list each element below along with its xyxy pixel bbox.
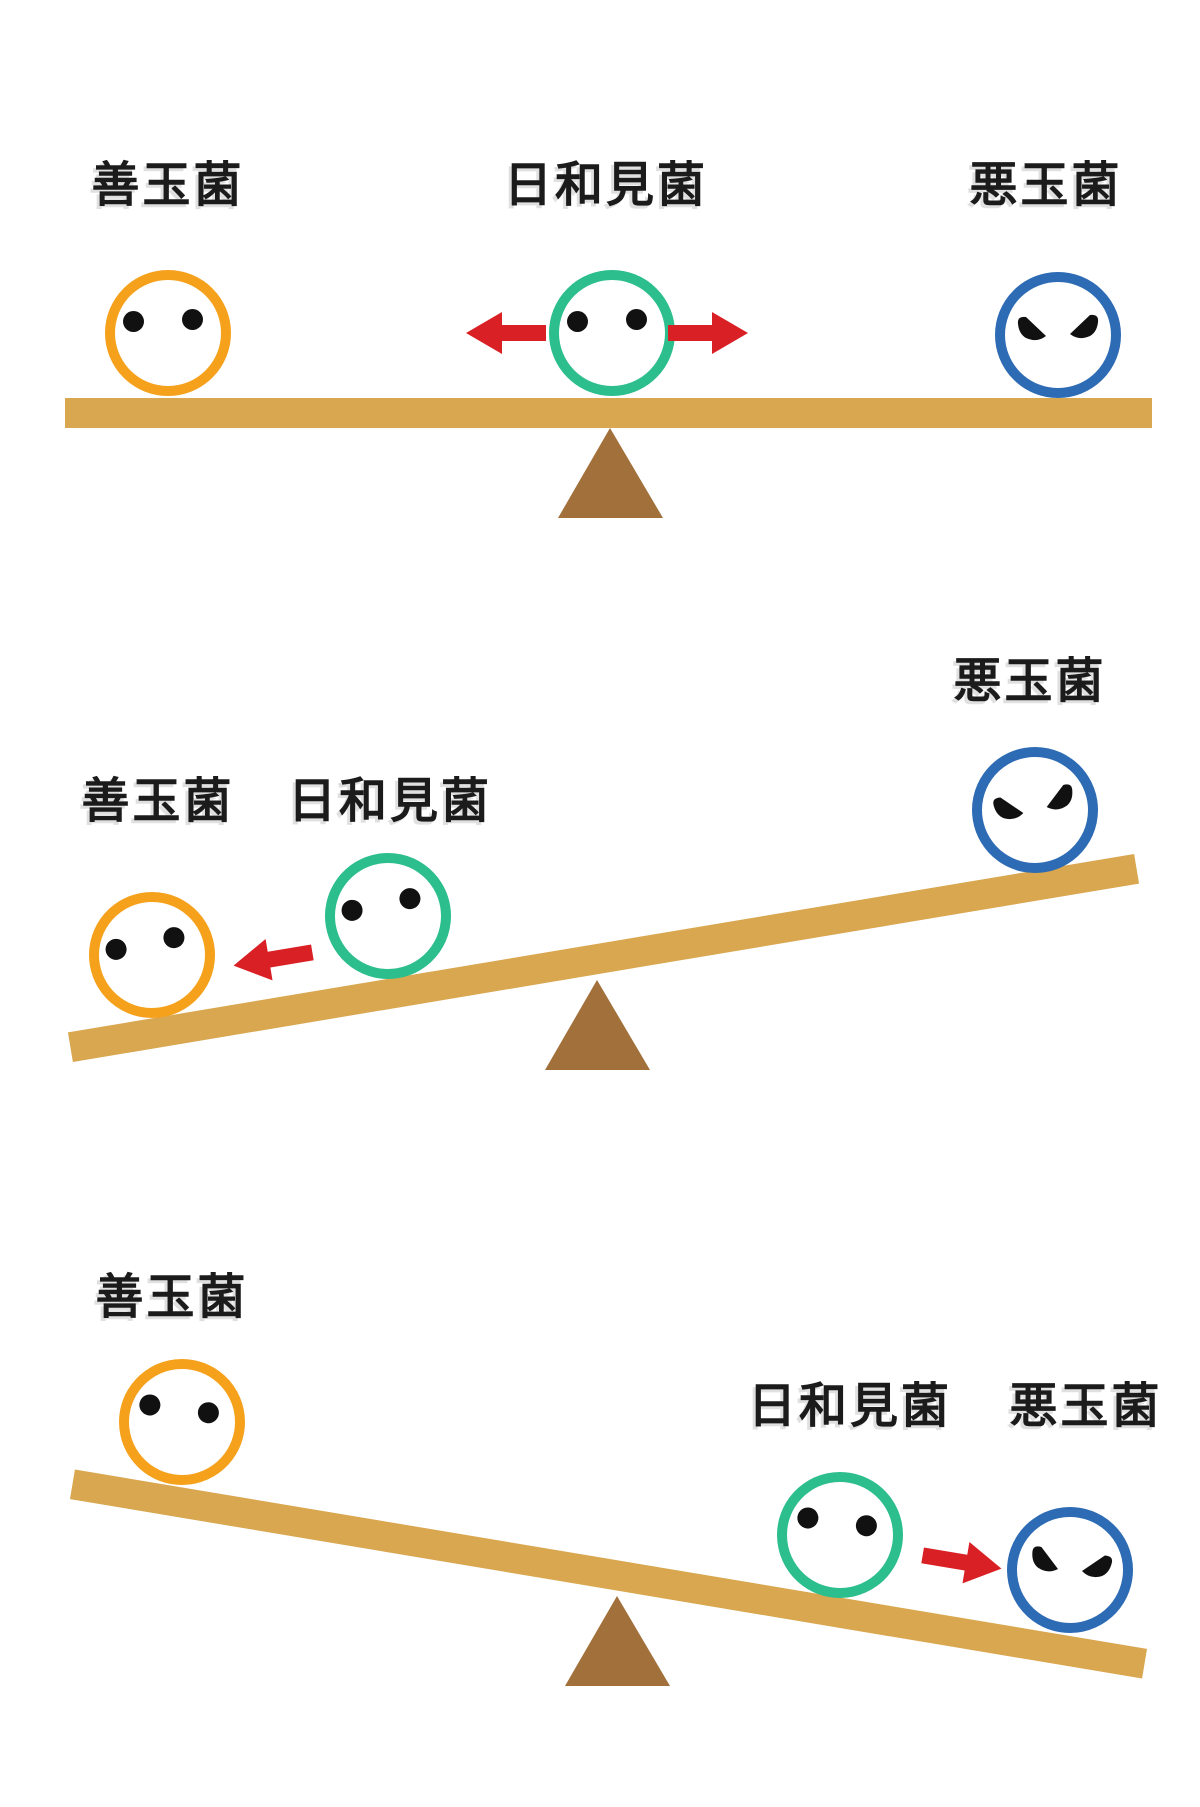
arrow-right-icon — [668, 310, 748, 356]
eye-icon — [103, 937, 129, 962]
good-bacteria-label-3: 善玉菌 — [95, 1269, 249, 1325]
angry-eye-icon — [1015, 314, 1047, 342]
bad-bacteria-face-1 — [995, 272, 1121, 398]
eye-icon — [397, 886, 423, 911]
eye-icon — [854, 1513, 879, 1538]
eye-icon — [137, 1392, 162, 1418]
arrow-left-icon — [230, 930, 316, 989]
opportunistic-bacteria-face-1 — [549, 270, 675, 396]
seesaw-fulcrum-1 — [558, 428, 663, 518]
good-bacteria-label-2: 善玉菌 — [81, 773, 235, 829]
arrow-right-icon — [919, 1533, 1005, 1592]
eye-icon — [196, 1400, 221, 1425]
bad-bacteria-label-2: 悪玉菌 — [953, 653, 1107, 709]
bad-bacteria-face-3 — [997, 1497, 1143, 1643]
angry-eye-icon — [1069, 312, 1101, 340]
eye-icon — [339, 898, 365, 923]
good-bacteria-face-2 — [79, 882, 225, 1028]
eye-icon — [626, 309, 647, 330]
angry-eye-icon — [989, 791, 1025, 824]
good-bacteria-label-1: 善玉菌 — [91, 157, 245, 213]
eye-icon — [123, 311, 144, 332]
angry-eye-icon — [1080, 1549, 1116, 1582]
opportunistic-bacteria-face-2 — [315, 843, 461, 989]
seesaw-fulcrum-2 — [545, 980, 650, 1070]
eye-icon — [161, 925, 187, 950]
good-bacteria-face-1 — [105, 270, 231, 396]
good-bacteria-face-3 — [109, 1349, 255, 1495]
opportunistic-bacteria-label-1: 日和見菌 — [503, 157, 709, 213]
eye-icon — [182, 309, 203, 330]
arrow-left-icon — [466, 310, 546, 356]
opportunistic-bacteria-face-3 — [767, 1462, 913, 1608]
bad-bacteria-label-1: 悪玉菌 — [969, 157, 1123, 213]
bad-bacteria-label-3: 悪玉菌 — [1009, 1378, 1163, 1434]
angry-eye-icon — [1042, 780, 1078, 813]
angry-eye-icon — [1026, 1542, 1062, 1575]
seesaw-fulcrum-3 — [565, 1596, 670, 1686]
eye-icon — [567, 311, 588, 332]
opportunistic-bacteria-label-2: 日和見菌 — [287, 773, 493, 829]
bad-bacteria-face-2 — [962, 737, 1108, 883]
seesaw-board-1 — [65, 398, 1152, 428]
eye-icon — [795, 1505, 820, 1531]
opportunistic-bacteria-label-3: 日和見菌 — [747, 1378, 953, 1434]
